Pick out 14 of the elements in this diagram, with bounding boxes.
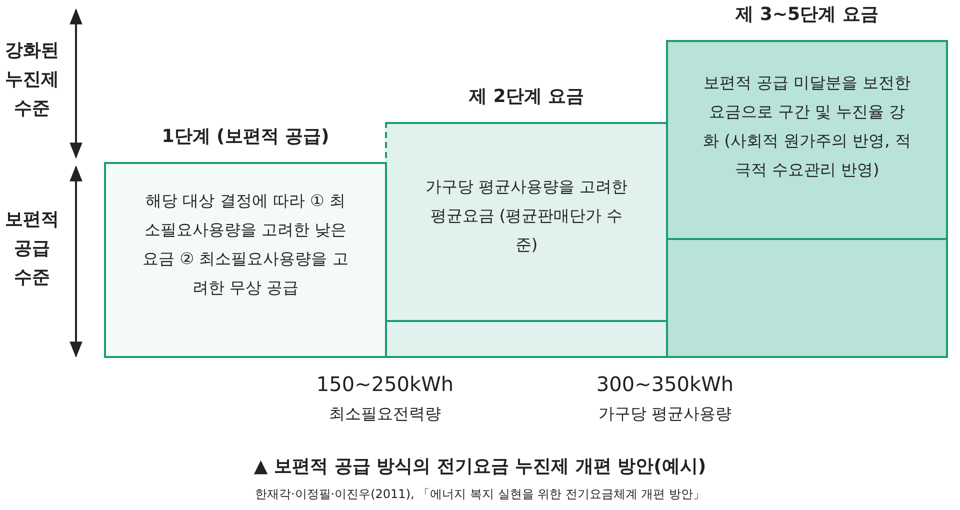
tier-heading: 제 2단계 요금 <box>468 85 586 108</box>
axis-label: 강화된 누진제 수준 <box>4 39 60 121</box>
figure-title: ▲ 보편적 공급 방식의 전기요금 누진제 개편 방안(예시) <box>252 455 708 478</box>
tier-heading: 제 3~5단계 요금 <box>734 3 880 26</box>
tier-description: 보편적 공급 미달분을 보전한 요금으로 구간 및 누진율 강화 (사회적 원가주의 반영, 적극적 수요관리 반영) <box>702 72 912 181</box>
threshold-value: 150~250kWh <box>315 372 455 396</box>
tier-heading: 1단계 (보편적 공급) <box>160 125 330 148</box>
axis-label: 보편적 공급 수준 <box>4 208 60 290</box>
threshold-label: 최소필요전력량 <box>328 404 442 425</box>
threshold-value: 300~350kWh <box>595 372 735 396</box>
threshold-label: 가구당 평균사용량 <box>597 404 733 425</box>
tier-description: 해당 대상 결정에 따라 ① 최소필요사용량을 고려한 낮은 요금 ② 최소필요사용량을 고려한 무상 공급 <box>142 190 350 299</box>
tier-description: 가구당 평균사용량을 고려한 평균요금 (평균판매단가 수준) <box>424 176 629 256</box>
source-caption: 한재각·이정필·이진우(2011), 「에너지 복지 실현을 위한 전기요금체계 개편 방안」 <box>254 486 706 503</box>
